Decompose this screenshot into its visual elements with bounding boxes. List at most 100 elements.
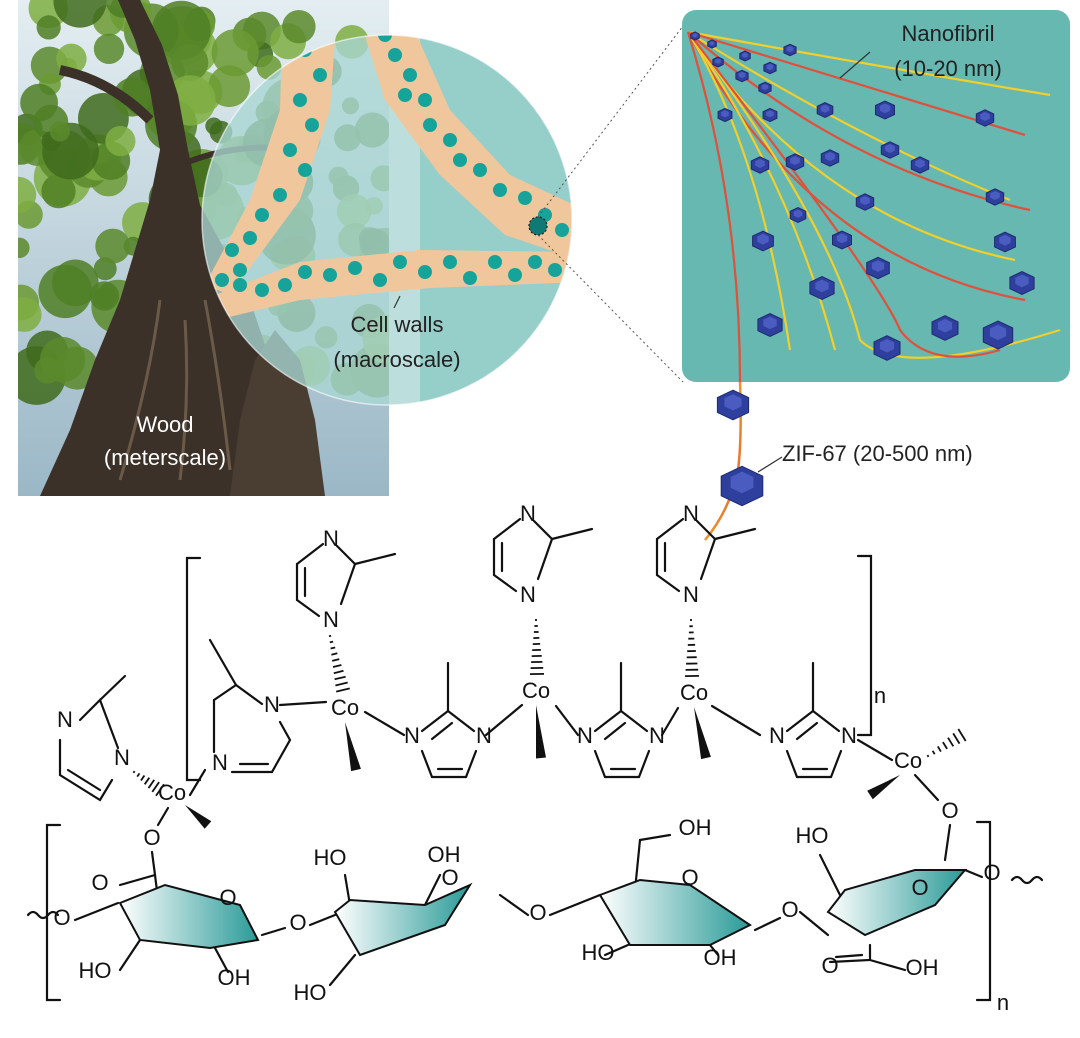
cell-particle	[298, 163, 312, 177]
zoom-line-top	[538, 26, 683, 217]
wavy-end	[1012, 877, 1042, 883]
methyl-bond	[355, 554, 395, 564]
cell-walls-label-line2: (macroscale)	[333, 347, 460, 372]
nanofibril-label-line2: (10-20 nm)	[894, 56, 1002, 81]
cell-particle	[463, 271, 477, 285]
nitrogen-atom: N	[212, 750, 228, 775]
zoom-target	[529, 217, 547, 235]
co-wedge-bond	[536, 705, 546, 759]
imidazole-bond	[80, 700, 118, 748]
cell-particle	[348, 261, 362, 275]
nitrogen-atom: N	[520, 582, 536, 607]
co-wedge-bond	[345, 722, 361, 771]
zoom-line-bottom	[538, 235, 683, 382]
leaf-cluster	[50, 121, 70, 141]
imidazole-double-bond	[797, 723, 817, 739]
nitrogen-atom: N	[323, 607, 339, 632]
nitrogen-atom: N	[683, 501, 699, 526]
cell-particle	[568, 253, 582, 267]
imidazole-bond	[787, 751, 797, 777]
co-n-dashed-bond	[335, 683, 347, 686]
co-wedge-bond	[867, 775, 900, 799]
imidazole-double-bond	[337, 546, 355, 564]
glucose-ring	[828, 870, 965, 935]
co-o-bond	[158, 808, 168, 825]
bracket-cellulose-right	[977, 822, 990, 1000]
imidazole-bond	[538, 539, 552, 579]
imidazole-bond	[621, 711, 647, 731]
carboxyl-double-bond	[120, 875, 155, 885]
cell-particle	[418, 265, 432, 279]
leaf-cluster	[9, 238, 29, 258]
wood-label-line1: Wood	[136, 412, 193, 437]
glucose-ring	[600, 880, 750, 945]
chain-atom-label: HO	[314, 845, 347, 870]
leaf-cluster	[95, 229, 130, 264]
methyl-bond	[552, 529, 592, 539]
imidazole-bond	[297, 600, 319, 616]
cell-particle	[418, 93, 432, 107]
co-n-dashed-bond	[331, 648, 336, 649]
leaf-cluster	[38, 265, 91, 318]
leaf-cluster	[37, 15, 61, 39]
cobalt-atom: Co	[522, 678, 550, 703]
cell-particle	[493, 183, 507, 197]
imidazole-bond	[494, 519, 520, 539]
co-n-dashed-bond	[330, 642, 333, 643]
leaf-cluster	[282, 10, 315, 43]
imidazole-bond	[297, 544, 323, 564]
imidazole-bond	[831, 751, 841, 777]
glycosidic-bond	[755, 918, 780, 930]
leaf-cluster	[7, 297, 42, 332]
o-c-bond	[945, 825, 950, 860]
chain-atom-label: OH	[218, 965, 251, 990]
glycosidic-bond	[75, 903, 118, 920]
co-n-bond	[190, 770, 205, 795]
glycosidic-bond	[965, 870, 982, 877]
co-n-bond	[365, 712, 404, 735]
cell-particle	[243, 231, 257, 245]
co-n-dashed-bond	[333, 665, 341, 667]
oh-bond	[820, 855, 840, 895]
cell-particle	[453, 153, 467, 167]
cell-particle	[555, 223, 569, 237]
cell-particle	[398, 88, 412, 102]
cobalt-atom: Co	[894, 748, 922, 773]
cell-particle	[215, 273, 229, 287]
cell-particle	[293, 93, 307, 107]
o-c-bond	[152, 852, 155, 875]
leaf-cluster	[105, 126, 135, 156]
zif-leader	[758, 457, 782, 472]
nitrogen-atom: N	[57, 707, 73, 732]
chain-atom-label: O	[911, 875, 928, 900]
methyl-bond	[100, 676, 125, 700]
chain-atom-label: O	[441, 865, 458, 890]
chain-atom-label: O	[219, 885, 236, 910]
co-dashed-bond	[938, 746, 941, 751]
cell-particle	[528, 255, 542, 269]
glycosidic-bond	[310, 915, 335, 925]
co-n-dashed-bond	[141, 776, 144, 781]
chain-atom-label: O	[681, 865, 698, 890]
co-n-dashed-bond	[145, 778, 150, 785]
imidazole-bond	[639, 751, 649, 777]
cell-particle	[273, 188, 287, 202]
cell-particle	[388, 48, 402, 62]
chain-atom-label: O	[781, 897, 798, 922]
imidazole-bond	[657, 575, 679, 591]
nitrogen-atom: N	[114, 745, 130, 770]
chain-atom-label: OH	[906, 955, 939, 980]
methyl-bond	[210, 640, 236, 685]
chain-atom-label: O	[821, 953, 838, 978]
imidazole-double-bond	[605, 723, 625, 739]
oxygen-atom: O	[143, 825, 160, 850]
cell-particle	[548, 263, 562, 277]
chain-atom-label: HO	[796, 823, 829, 848]
cobalt-atom: Co	[680, 680, 708, 705]
co-n-dashed-bond	[332, 659, 339, 661]
zif-label: ZIF-67 (20-500 nm)	[782, 441, 973, 466]
leaf-cluster	[94, 34, 124, 64]
